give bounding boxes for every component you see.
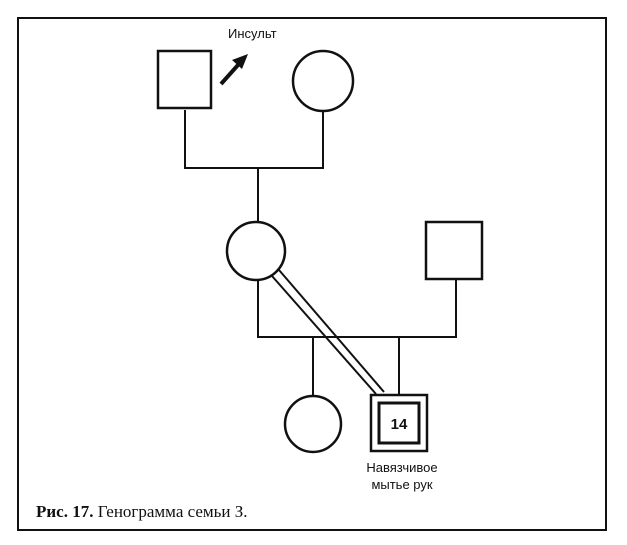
parents-marriage-line xyxy=(257,280,457,338)
grandfather-note: Инсульт xyxy=(228,26,277,41)
figure-caption: Рис. 17. Генограмма семьи З. xyxy=(36,502,248,522)
index-patient-note-line1: Навязчивое xyxy=(366,460,437,475)
mother-circle xyxy=(225,220,287,282)
daughter-circle xyxy=(283,394,343,454)
figure-title: Генограмма семьи З. xyxy=(97,502,248,521)
index-patient-note-line2: мытье рук xyxy=(371,477,432,492)
figure-frame xyxy=(17,17,607,531)
figure-number: Рис. 17. xyxy=(36,502,94,521)
close-relationship-double-line xyxy=(271,269,385,395)
index-patient-inner-square xyxy=(377,401,421,445)
grandmother-circle xyxy=(291,49,355,113)
arrow-icon xyxy=(219,54,248,86)
grandparents-marriage-line xyxy=(184,110,324,169)
index-patient-age: 14 xyxy=(391,416,408,433)
father-square xyxy=(424,220,484,281)
grandfather-square xyxy=(156,49,213,110)
